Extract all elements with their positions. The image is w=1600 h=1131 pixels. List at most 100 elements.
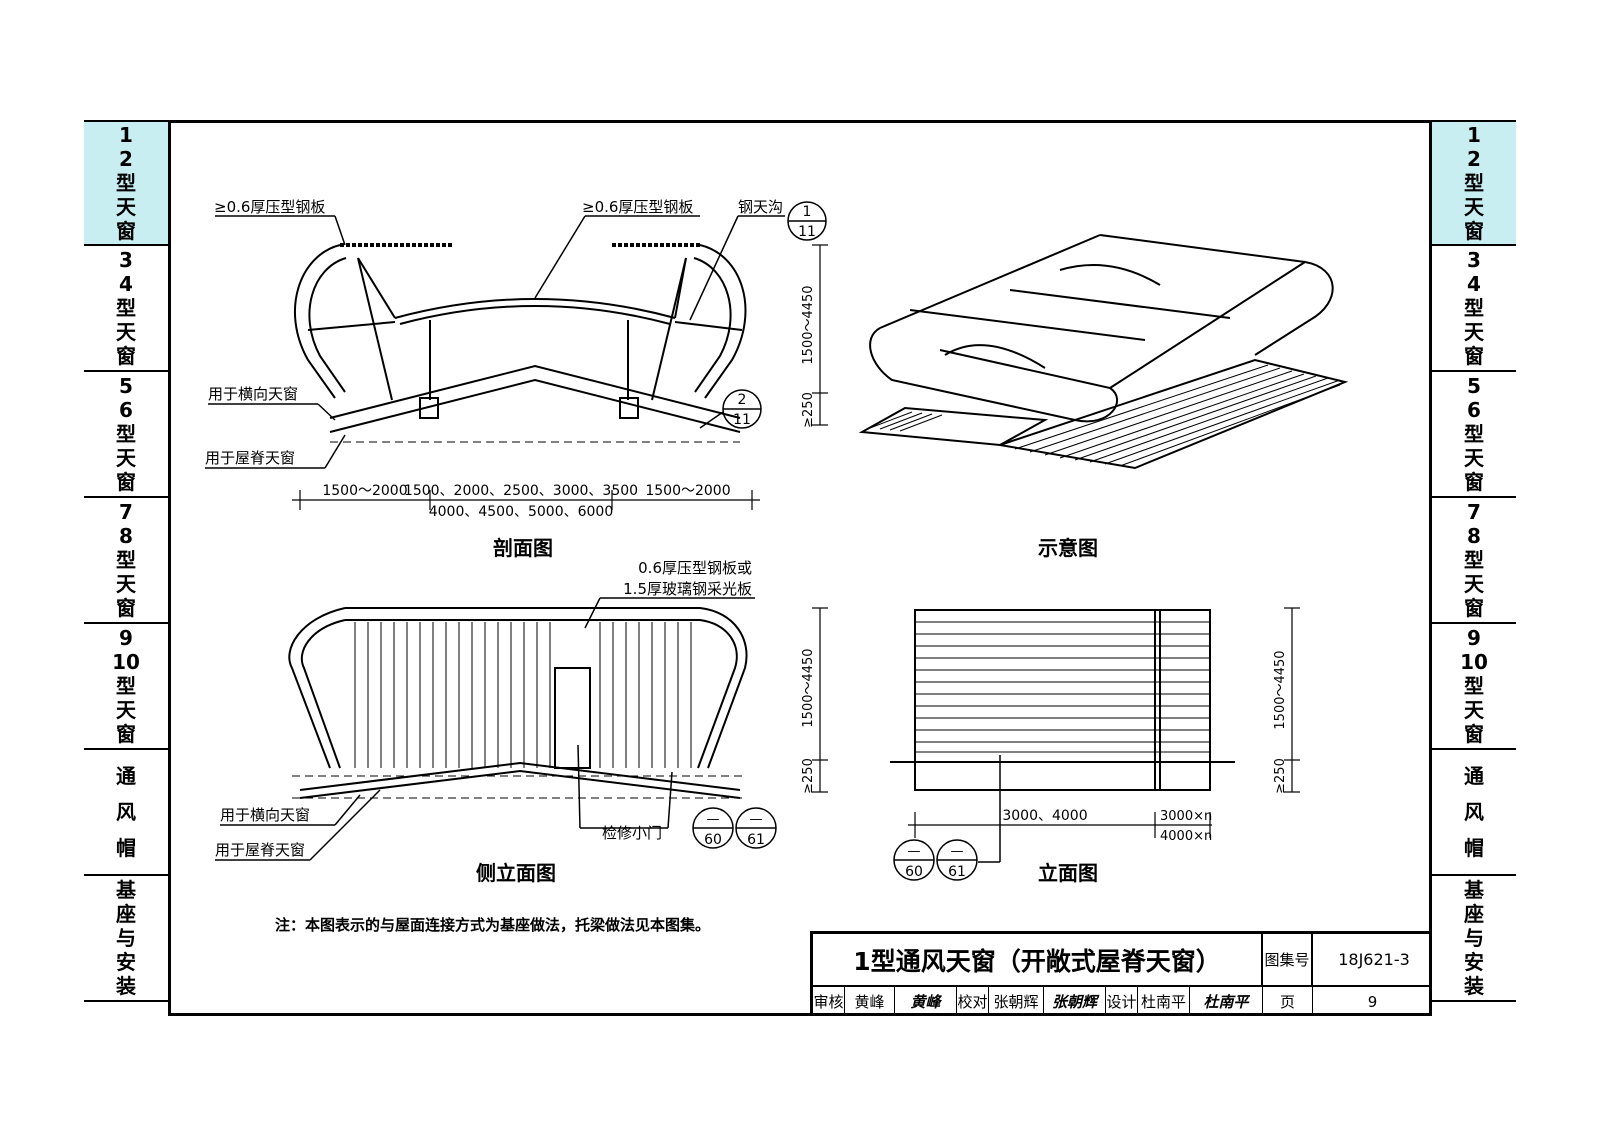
page-number: 9 [1367, 992, 1378, 1011]
elevation-dim-n2: 4000×n [1160, 829, 1212, 844]
hood-top-right [1109, 261, 1306, 389]
section-leaders [205, 215, 785, 469]
side-dim-height: 1500～4450 [801, 648, 816, 727]
title-block: 1型通风天窗（开敞式屋脊天窗） 图集号 18J621-3 审核 黄峰 黄峰 校对… [810, 931, 1432, 1016]
hood-mid-2 [1009, 289, 1231, 319]
hood-inner-right [693, 257, 732, 393]
side-label-panel-1: 0.6厚压型钢板或 [638, 559, 752, 577]
section-title: 剖面图 [493, 536, 553, 560]
strut-right [651, 257, 687, 401]
schematic-arch-back [1059, 264, 1161, 286]
elevation-ribs [915, 621, 1210, 753]
side-elevation-title: 侧立面图 [476, 861, 556, 885]
title-block-row-main: 1型通风天窗（开敞式屋脊天窗） 图集号 18J621-3 [810, 931, 1432, 985]
elevation-dim-length: 3000、4000 [1002, 808, 1087, 824]
check-label: 校对 [957, 987, 989, 1016]
roof-line-upper [329, 364, 741, 419]
hood-inner-left [308, 257, 347, 393]
side-tab-base-install[interactable]: 基座与安装 [84, 876, 168, 1002]
side-detail-ref-61[interactable] [735, 807, 777, 849]
brace-right [674, 257, 687, 319]
section-label-roof-left: ≥0.6厚压型钢板 [214, 198, 325, 216]
atlas-no-label: 图集号 [1263, 934, 1313, 985]
designer-signature: 杜南平 [1190, 987, 1263, 1016]
side-label-transverse: 用于横向天窗 [220, 806, 310, 824]
elevation-view [890, 609, 1235, 791]
section-view [293, 243, 747, 443]
gutter-right [619, 397, 639, 419]
reviewer-name: 黄峰 [845, 987, 895, 1016]
side-hood-outer [288, 607, 748, 769]
hood-outer-left [293, 244, 341, 399]
elevation-dimensions [908, 607, 1300, 838]
central-arch-inner [399, 305, 671, 325]
hood-front-outline [869, 327, 1118, 423]
elevation-ref-b-top: — [951, 844, 964, 859]
hood-top-left [879, 234, 1101, 329]
section-dim-mid-1: 1500、2000、2500、3000、3500 [404, 483, 638, 499]
side-ref-a-top: — [707, 812, 720, 827]
section-label-roof-mid: ≥0.6厚压型钢板 [582, 198, 693, 216]
central-arch [394, 298, 676, 319]
side-dimensions [812, 607, 828, 793]
checker-name: 张朝辉 [989, 987, 1044, 1016]
section-ref1-top: 1 [803, 204, 812, 220]
section-dim-right: 1500～2000 [645, 483, 730, 499]
title-block-row-signoff: 审核 黄峰 黄峰 校对 张朝辉 张朝辉 设计 杜南平 杜南平 页 9 [810, 985, 1432, 1016]
reviewer-signature: 黄峰 [895, 987, 957, 1016]
side-tab-base-install[interactable]: 基座与安装 [1432, 876, 1516, 1002]
roof-line-lower [329, 378, 741, 433]
gutter-left [419, 397, 439, 419]
elevation-dim-height: 1500～4450 [1273, 650, 1288, 729]
hood-outer-right [699, 244, 747, 399]
side-label-panel-2: 1.5厚玻璃钢采光板 [623, 580, 752, 598]
section-ref2-top: 2 [738, 392, 747, 408]
side-roof-upper [299, 761, 741, 791]
schematic-title: 示意图 [1038, 536, 1098, 560]
page-label: 页 [1263, 987, 1313, 1016]
side-dim-base: ≥250 [801, 758, 816, 794]
section-dim-left: 1500～2000 [322, 483, 407, 499]
section-dimensions [292, 244, 828, 510]
side-detail-ref-60[interactable] [692, 807, 734, 849]
side-label-ridge: 用于屋脊天窗 [215, 841, 305, 859]
atlas-no-value: 18J621-3 [1338, 950, 1410, 969]
section-ref2-bottom: 11 [733, 412, 751, 428]
checker-signature: 张朝辉 [1044, 987, 1106, 1016]
side-tab-vent-cap[interactable]: 通风帽 [1432, 750, 1516, 876]
section-label-gutter: 钢天沟 [738, 198, 783, 216]
section-dim-mid-2: 4000、4500、5000、6000 [429, 504, 614, 520]
elevation-ref-a-bottom: 60 [905, 864, 923, 880]
section-detail-ref-2[interactable] [722, 389, 762, 429]
side-label-door: 检修小门 [602, 824, 662, 842]
elevation-leaders [978, 755, 1001, 863]
elevation-detail-ref-60[interactable] [893, 839, 935, 881]
side-ref-b-top: — [750, 812, 763, 827]
section-detail-ref-1[interactable] [787, 201, 827, 241]
schematic-view [858, 234, 1349, 470]
tie-left [307, 321, 396, 331]
side-ref-b-bottom: 61 [747, 832, 765, 848]
hood-back-outline [1099, 234, 1334, 356]
strut-left [357, 257, 393, 401]
elevation-dim-base: ≥250 [1273, 758, 1288, 794]
schematic-roof-ribs [869, 364, 1341, 467]
side-tab-vent-cap[interactable]: 通风帽 [84, 750, 168, 876]
section-label-transverse: 用于横向天窗 [208, 385, 298, 403]
access-door[interactable] [554, 667, 591, 769]
drawing-title: 1型通风天窗（开敞式屋脊天窗） [813, 934, 1263, 985]
elevation-detail-ref-61[interactable] [936, 839, 978, 881]
